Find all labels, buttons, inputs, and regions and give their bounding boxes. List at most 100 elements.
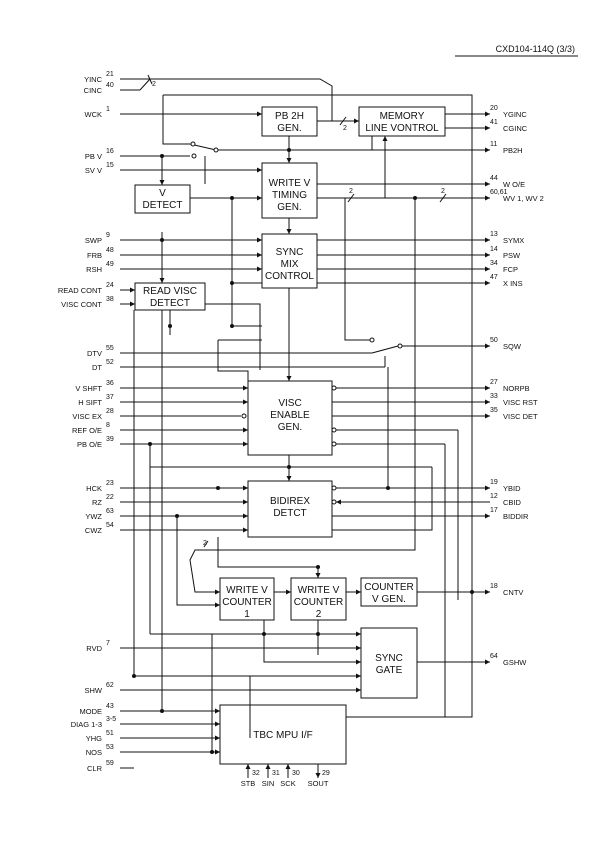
block-label: COUNTER bbox=[364, 582, 413, 593]
input-pin-number: 8 bbox=[106, 422, 110, 429]
inversion-bubbles bbox=[190, 141, 403, 505]
input-pin-number: 62 bbox=[106, 682, 114, 689]
input-pin-number: 23 bbox=[106, 480, 114, 487]
input-pin-number: 40 bbox=[106, 82, 114, 89]
block-label: GEN. bbox=[277, 202, 301, 213]
tbc-pin-number: 29 bbox=[322, 770, 330, 777]
block-label: SYNC bbox=[276, 247, 304, 258]
block-label: WRITE V bbox=[269, 178, 311, 189]
block-label: GATE bbox=[376, 665, 403, 676]
output-pin-number: 20 bbox=[490, 105, 498, 112]
tbc-pin-number: 32 bbox=[252, 770, 260, 777]
output-pin-number: 44 bbox=[490, 175, 498, 182]
block-label: 1 bbox=[244, 609, 250, 620]
input-pin-number: 39 bbox=[106, 436, 114, 443]
input-pin-label: YWZ bbox=[85, 512, 102, 521]
tbc-pin-label: SOUT bbox=[308, 779, 329, 788]
output-pin-number: 27 bbox=[490, 379, 498, 386]
input-pin-number: 9 bbox=[106, 232, 110, 239]
input-pin-number: 16 bbox=[106, 148, 114, 155]
input-pin-label: HCK bbox=[86, 484, 102, 493]
input-pin-number: 53 bbox=[106, 744, 114, 751]
input-pin-number: 3-5 bbox=[106, 716, 116, 723]
output-pin-label: CNTV bbox=[503, 588, 523, 597]
output-pin-label: BIDDIR bbox=[503, 512, 529, 521]
tbc-pin-label: STB bbox=[241, 779, 256, 788]
output-pin-label: CBID bbox=[503, 498, 522, 507]
block-label: BIDIREX bbox=[270, 496, 310, 507]
input-pin-number: 7 bbox=[106, 640, 110, 647]
output-pin-label: X INS bbox=[503, 279, 523, 288]
output-pin-number: 64 bbox=[490, 653, 498, 660]
input-pin-number: 28 bbox=[106, 408, 114, 415]
output-pin-number: 18 bbox=[490, 583, 498, 590]
block-write-v-counter-2: WRITE V COUNTER 2 bbox=[290, 577, 347, 621]
block-visc-enable-gen: VISC ENABLE GEN. bbox=[247, 380, 333, 456]
block-label: PB 2H bbox=[275, 111, 304, 122]
input-pin-label: REF O/E bbox=[72, 426, 102, 435]
tbc-pin-number: 31 bbox=[272, 770, 280, 777]
input-pin-label: DIAG 1-3 bbox=[71, 720, 102, 729]
block-label: DETCT bbox=[273, 508, 306, 519]
input-pin-label: V SHFT bbox=[75, 384, 102, 393]
block-label: WRITE V bbox=[226, 585, 268, 596]
output-pin-label: PSW bbox=[503, 251, 521, 260]
block-pb2h-gen: PB 2H GEN. bbox=[261, 106, 318, 137]
input-pin-number: 55 bbox=[106, 345, 114, 352]
input-pin-number: 15 bbox=[106, 162, 114, 169]
input-pin-number: 22 bbox=[106, 494, 114, 501]
input-pin-number: 24 bbox=[106, 282, 114, 289]
output-pin-number: 12 bbox=[490, 493, 498, 500]
bus-width: 2 bbox=[349, 188, 353, 195]
block-label: READ VISC bbox=[143, 286, 197, 297]
input-pin-label: CLR bbox=[87, 764, 103, 773]
block-sync-gate: SYNC GATE bbox=[360, 627, 418, 699]
input-pin-label: PB O/E bbox=[77, 440, 102, 449]
output-pin-number: 17 bbox=[490, 507, 498, 514]
block-memory-line-control: MEMORY LINE VONTROL bbox=[358, 106, 446, 137]
block-label: VISC bbox=[278, 398, 301, 409]
input-pin-number: 63 bbox=[106, 508, 114, 515]
input-pin-number: 36 bbox=[106, 380, 114, 387]
block-label: TIMING bbox=[272, 190, 307, 201]
block-sync-mix-control: SYNC MIX CONTROL bbox=[261, 233, 318, 289]
output-pin-label: YBID bbox=[503, 484, 521, 493]
bus-width: 2 bbox=[441, 188, 445, 195]
output-pin-label: W O/E bbox=[503, 180, 525, 189]
input-pin-number: 21 bbox=[106, 71, 114, 78]
bus-width: 2 bbox=[152, 81, 156, 88]
block-label: GEN. bbox=[277, 123, 301, 134]
block-tbc-mpu-if: TBC MPU I/F bbox=[219, 704, 347, 765]
block-label: COUNTER bbox=[222, 597, 271, 608]
input-pin-number: 43 bbox=[106, 703, 114, 710]
output-pin-number: 11 bbox=[490, 141, 497, 148]
output-pin-label: VISC RST bbox=[503, 398, 538, 407]
output-pin-number: 47 bbox=[490, 274, 498, 281]
input-pin-number: 54 bbox=[106, 522, 114, 529]
input-pin-label: WCK bbox=[85, 110, 103, 119]
input-pin-label: DTV bbox=[87, 349, 102, 358]
output-pin-number: 41 bbox=[490, 119, 498, 126]
block-label: V bbox=[159, 188, 166, 199]
output-pin-label: CGINC bbox=[503, 124, 528, 133]
output-pin-label: VISC DET bbox=[503, 412, 538, 421]
wires bbox=[120, 74, 490, 778]
output-pin-label: GSHW bbox=[503, 658, 527, 667]
input-pin-label: VISC CONT bbox=[61, 300, 102, 309]
bus-width: 2 bbox=[343, 125, 347, 132]
block-label: LINE VONTROL bbox=[365, 123, 439, 134]
input-pin-label: RZ bbox=[92, 498, 102, 507]
input-pin-number: 51 bbox=[106, 730, 114, 737]
block-write-v-counter-1: WRITE V COUNTER 1 bbox=[219, 577, 275, 621]
input-pin-number: 48 bbox=[106, 247, 114, 254]
input-pin-label: CINC bbox=[84, 86, 103, 95]
input-pin-label: RVD bbox=[86, 644, 102, 653]
tbc-pin-number: 30 bbox=[292, 770, 300, 777]
input-pin-number: 59 bbox=[106, 760, 114, 767]
input-pin-label: MODE bbox=[80, 707, 103, 716]
block-label: COUNTER bbox=[294, 597, 343, 608]
input-pin-label: READ CONT bbox=[58, 286, 103, 295]
